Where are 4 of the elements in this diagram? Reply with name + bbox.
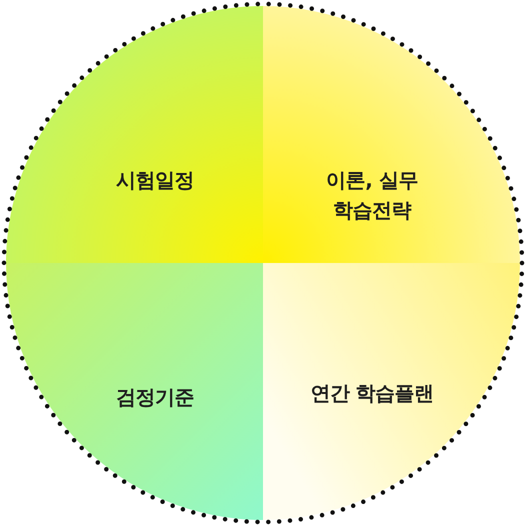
sector-label: 이론, 실무 학습전략 [325, 167, 419, 224]
sector-label: 검정기준 [115, 384, 195, 411]
sector-label: 연간 학습플랜 [309, 380, 435, 407]
sector-label: 시험일정 [115, 167, 195, 194]
